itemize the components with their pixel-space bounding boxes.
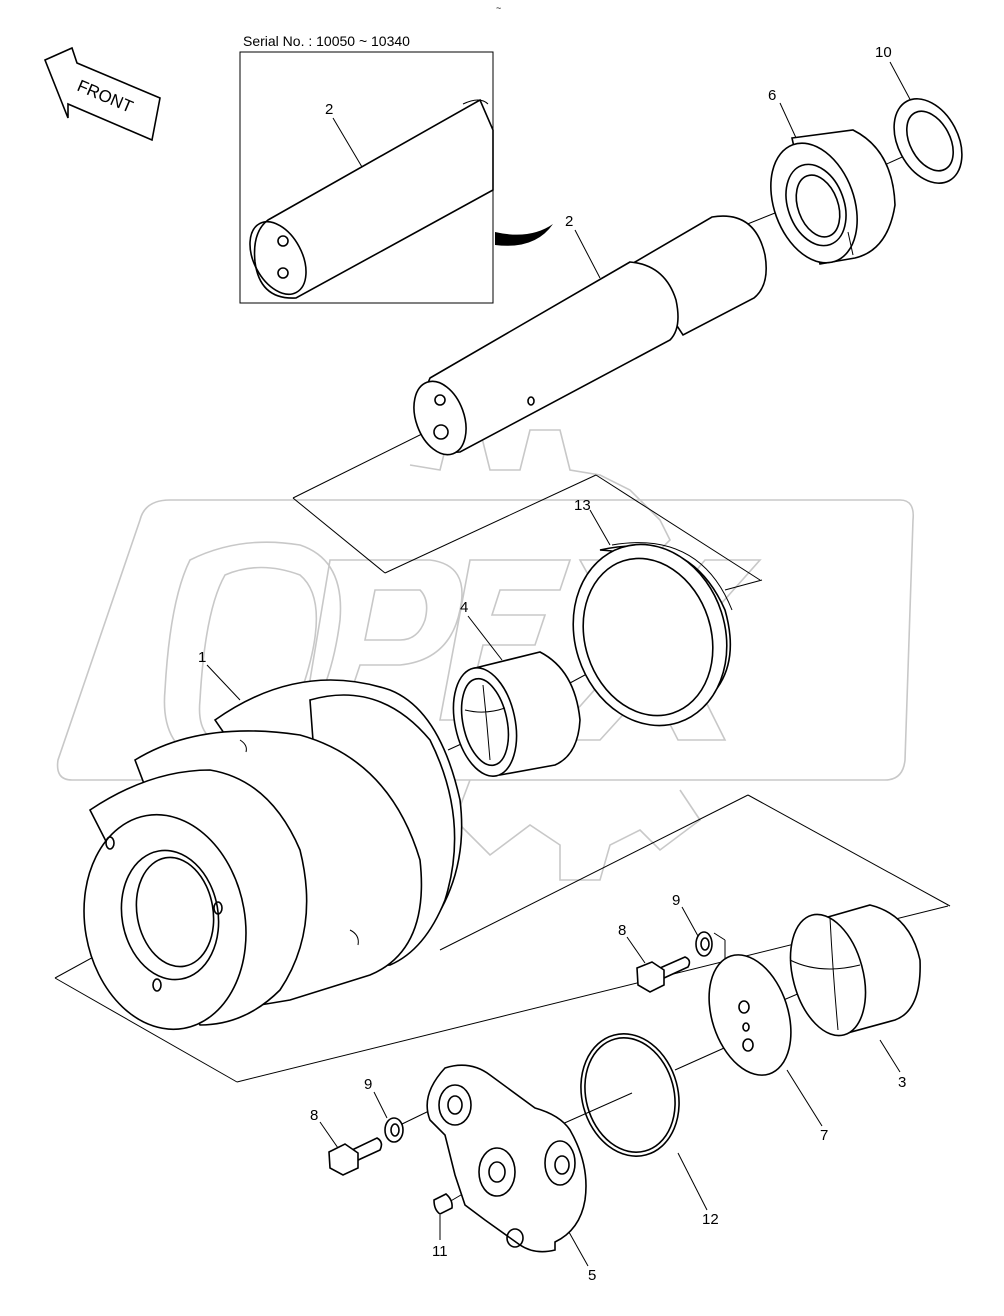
- part-9-washer-upper: [695, 931, 713, 957]
- part-7-plate: [708, 954, 792, 1076]
- part-6-bearing: [770, 129, 896, 265]
- callout-9-upper: 9: [672, 892, 680, 909]
- part-9-washer-lower: [384, 1117, 404, 1143]
- callout-1: 1: [198, 649, 206, 666]
- callout-9-lower: 9: [364, 1076, 372, 1093]
- part-11-plug: [433, 1193, 453, 1215]
- callout-8-upper: 8: [618, 922, 626, 939]
- callout-13: 13: [574, 497, 591, 514]
- serial-label: Serial No. : 10050 ~ 10340: [243, 33, 410, 49]
- callout-2: 2: [565, 213, 573, 230]
- part-4-bushing: [452, 651, 581, 777]
- part-2-shaft: [413, 215, 767, 456]
- callout-12: 12: [702, 1211, 719, 1228]
- callout-7: 7: [820, 1127, 828, 1144]
- part-12-o-ring: [580, 1033, 680, 1157]
- callout-3: 3: [898, 1074, 906, 1091]
- serial-inset: Serial No. : 10050 ~ 10340 2: [239, 33, 553, 304]
- part-8-bolt-upper: [636, 956, 691, 993]
- callout-10: 10: [875, 44, 892, 61]
- part-1-roller: [83, 679, 463, 1031]
- callout-11: 11: [432, 1243, 448, 1260]
- front-arrow: FRONT: [43, 46, 161, 142]
- top-mark: ~: [496, 3, 501, 13]
- part-10-seal-ring: [893, 98, 963, 184]
- leader-lines: [206, 61, 913, 1267]
- callout-8-lower: 8: [310, 1107, 318, 1124]
- callout-4: 4: [460, 599, 468, 616]
- part-13-floating-seal: [572, 542, 733, 727]
- callout-6: 6: [768, 87, 776, 104]
- inset-pointer: [495, 224, 553, 246]
- part-3-bushing: [789, 904, 921, 1037]
- callout-5: 5: [588, 1267, 596, 1284]
- part-8-bolt-lower: [328, 1137, 383, 1176]
- callout-numbers: 10 6 2 13 4 1 9 8 3 7 9 8 12 11 5: [198, 44, 906, 1284]
- inset-shaft: [249, 98, 494, 299]
- inset-callout-2: 2: [325, 101, 333, 118]
- part-5-end-cover: [426, 1064, 587, 1253]
